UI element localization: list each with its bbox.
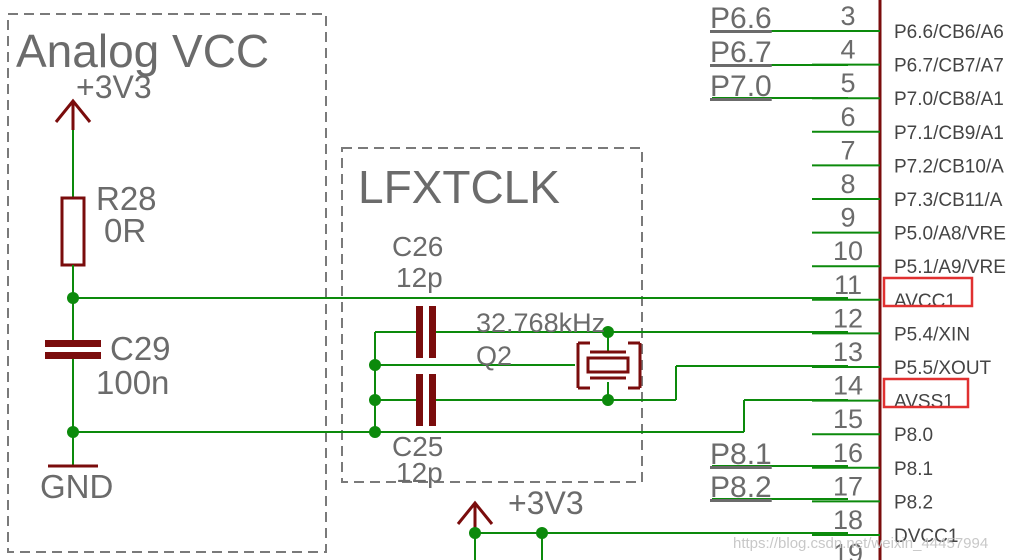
pin-number: 14 [833,371,863,401]
analog-vcc-block [7,13,327,553]
q2-ref: Q2 [476,341,512,371]
net-label-p67: P6.7 [710,36,772,69]
net-label-p82: P8.2 [710,471,772,504]
pin-name: P6.7/CB7/A7 [894,56,1004,77]
pin-number: 18 [833,505,863,535]
pin-name: P7.0/CB8/A1 [894,89,1004,110]
crystal-q2 [576,332,642,400]
lfxtclk-block [341,147,643,483]
pin-number: 10 [833,236,863,266]
pin-name: P5.5/XOUT [894,358,992,379]
pin-number: 11 [834,270,862,300]
c29-ref: C29 [110,330,171,367]
pin-number: 6 [840,102,855,132]
pin-number: 13 [833,337,863,367]
junction-dot [369,394,381,406]
pin-name: P7.3/CB11/A [894,190,1003,211]
resistor-r28 [60,196,86,267]
lfxtclk-title: LFXTCLK [358,161,560,213]
pin-name: P5.1/A9/VRE [894,257,1006,278]
power-label-3v3: +3V3 [76,69,152,105]
net-label-p70: P7.0 [710,70,772,103]
pin-name: P6.6/CB6/A6 [894,22,1004,43]
pin-number: 4 [840,35,855,65]
pin-name: P8.2 [894,492,933,513]
pin-number: 17 [833,471,863,501]
r28-value: 0R [104,212,146,249]
pin-name: P5.4/XIN [894,324,970,345]
c26-value: 12p [396,262,443,293]
pin-name: P7.2/CB10/A [894,156,1004,177]
junction-dot [469,527,481,539]
pin-number: 12 [833,303,863,333]
gnd-label: GND [40,468,113,505]
capacitor-c29 [45,340,101,359]
bottom-power-label: +3V3 [508,485,584,521]
watermark: https://blog.csdn.net/weixin_44457994 [733,535,988,552]
power-arrow-icon [54,98,92,130]
pin-number: 7 [840,135,855,165]
analog-vcc-title: Analog VCC [16,25,269,77]
highlight-avss1 [882,377,970,409]
c25-ref: C25 [392,431,443,462]
pin-name: P7.1/CB9/A1 [894,123,1004,144]
pin-number: 5 [840,68,855,98]
net-label-p66: P6.6 [710,2,772,35]
c25-value: 12p [396,457,443,488]
pin-number: 3 [840,1,855,31]
pin-number: 9 [840,203,855,233]
c29-value: 100n [96,364,169,401]
pin-number: 19 [833,539,863,560]
pin-name: P8.1 [894,459,933,480]
pin-number: 8 [840,169,855,199]
q2-value: 32.768kHz [476,308,605,338]
junction-dot [67,292,79,304]
junction-dot [602,394,614,406]
junction-dot [67,426,79,438]
pin-name: P5.0/A8/VRE [894,224,1006,245]
ic-pin-list: 3P6.6/CB6/A6 4P6.7/CB7/A7 5P7.0/CB8/A1 6P7.… [812,1,1006,560]
pin-name: AVCC1 [894,291,956,312]
junction-dot [369,426,381,438]
junction-dot [602,326,614,338]
pin-name: P8.0 [894,425,933,446]
junction-dot [536,527,548,539]
pin-number: 15 [833,404,863,434]
capacitor-c25 [416,374,436,426]
pin-name: AVSS1 [894,392,954,413]
c26-ref: C26 [392,231,443,262]
r28-ref: R28 [96,180,157,217]
highlight-avcc1 [882,276,974,308]
pin-name: DVCC1 [894,526,958,547]
capacitor-c26 [416,306,436,358]
net-label-p81: P8.1 [710,438,772,471]
pin-number: 16 [833,438,863,468]
